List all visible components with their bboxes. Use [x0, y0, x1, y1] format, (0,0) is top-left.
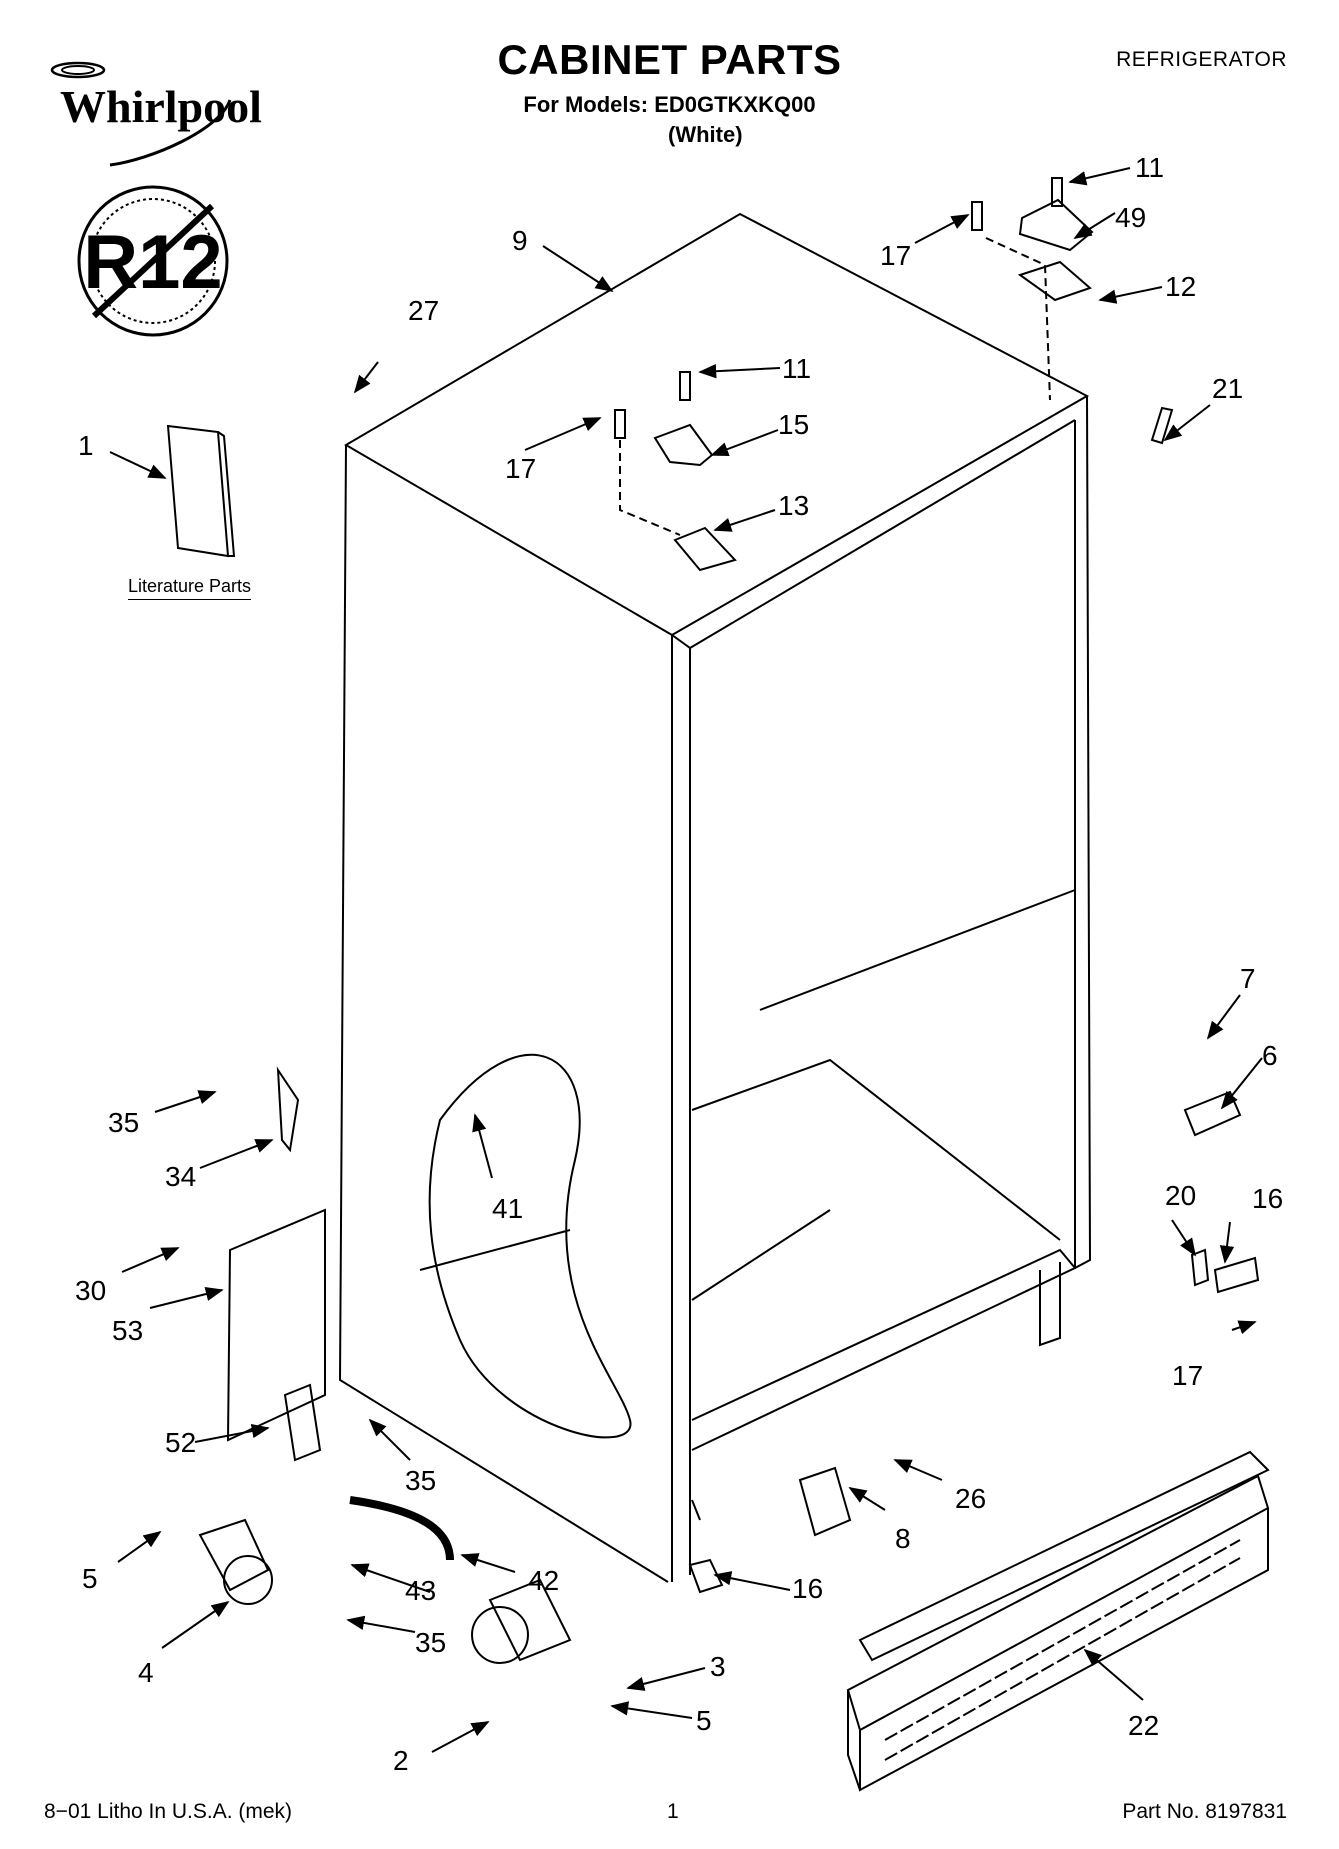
callout-11a: 11	[782, 353, 811, 384]
callout-2: 2	[393, 1745, 409, 1776]
callout-17c: 17	[1172, 1360, 1203, 1391]
callout-22: 22	[1128, 1710, 1159, 1741]
callout-20: 20	[1165, 1180, 1196, 1211]
page-title: CABINET PARTS	[497, 36, 842, 83]
callout-42: 42	[528, 1565, 559, 1596]
callout-5b: 5	[696, 1705, 712, 1736]
callout-41: 41	[492, 1193, 523, 1224]
callout-49: 49	[1115, 202, 1146, 233]
appliance-type: REFRIGERATOR	[1116, 48, 1287, 71]
callout-21: 21	[1212, 373, 1243, 404]
callout-43: 43	[405, 1575, 436, 1606]
base-grille	[846, 1450, 1270, 1792]
callout-leaders	[109, 167, 1263, 1753]
whirlpool-wordmark: Whirlpool	[60, 81, 262, 132]
whirlpool-logo: Whirlpool	[50, 61, 262, 167]
top-hinges	[614, 177, 1174, 572]
callout-35a: 35	[108, 1107, 139, 1138]
callout-53: 53	[112, 1315, 143, 1346]
no-r12-badge: R12	[77, 185, 229, 337]
callout-9: 9	[512, 225, 528, 256]
callout-35b: 35	[405, 1465, 436, 1496]
callout-5a: 5	[82, 1563, 98, 1594]
footer-part-number: Part No. 8197831	[1122, 1800, 1287, 1823]
callout-8: 8	[895, 1523, 911, 1554]
callout-6: 6	[1262, 1040, 1278, 1071]
callout-34: 34	[165, 1161, 196, 1192]
literature-booklet	[166, 424, 236, 558]
callout-27: 27	[408, 295, 439, 326]
footer-page-number: 1	[667, 1800, 679, 1823]
callout-4: 4	[138, 1657, 154, 1688]
callout-16a: 16	[792, 1573, 823, 1604]
callout-11b: 11	[1135, 152, 1164, 183]
callout-1: 1	[78, 430, 94, 461]
callout-12: 12	[1165, 271, 1196, 302]
cabinet-shell	[338, 212, 1092, 1583]
callout-17a: 17	[880, 240, 911, 271]
callout-3: 3	[710, 1651, 726, 1682]
callout-16b: 16	[1252, 1183, 1283, 1214]
color-line: (White)	[668, 122, 743, 147]
callout-26: 26	[955, 1483, 986, 1514]
literature-parts-label: Literature Parts	[128, 576, 252, 600]
callout-15: 15	[778, 409, 809, 440]
callout-7: 7	[1240, 963, 1256, 994]
callout-30: 30	[75, 1275, 106, 1306]
callout-52: 52	[165, 1427, 196, 1458]
callout-labels: 1 2 3 4 5 5 6 7 8 9 11 11 12 13 15 16 16…	[75, 152, 1283, 1776]
models-line: For Models: ED0GTKXKQ00	[523, 92, 816, 117]
callout-17b: 17	[505, 453, 536, 484]
callout-13: 13	[778, 490, 809, 521]
lower-left-hardware	[198, 1066, 1260, 1664]
footer-litho: 8−01 Litho In U.S.A. (mek)	[44, 1800, 293, 1823]
callout-35c: 35	[415, 1627, 446, 1658]
